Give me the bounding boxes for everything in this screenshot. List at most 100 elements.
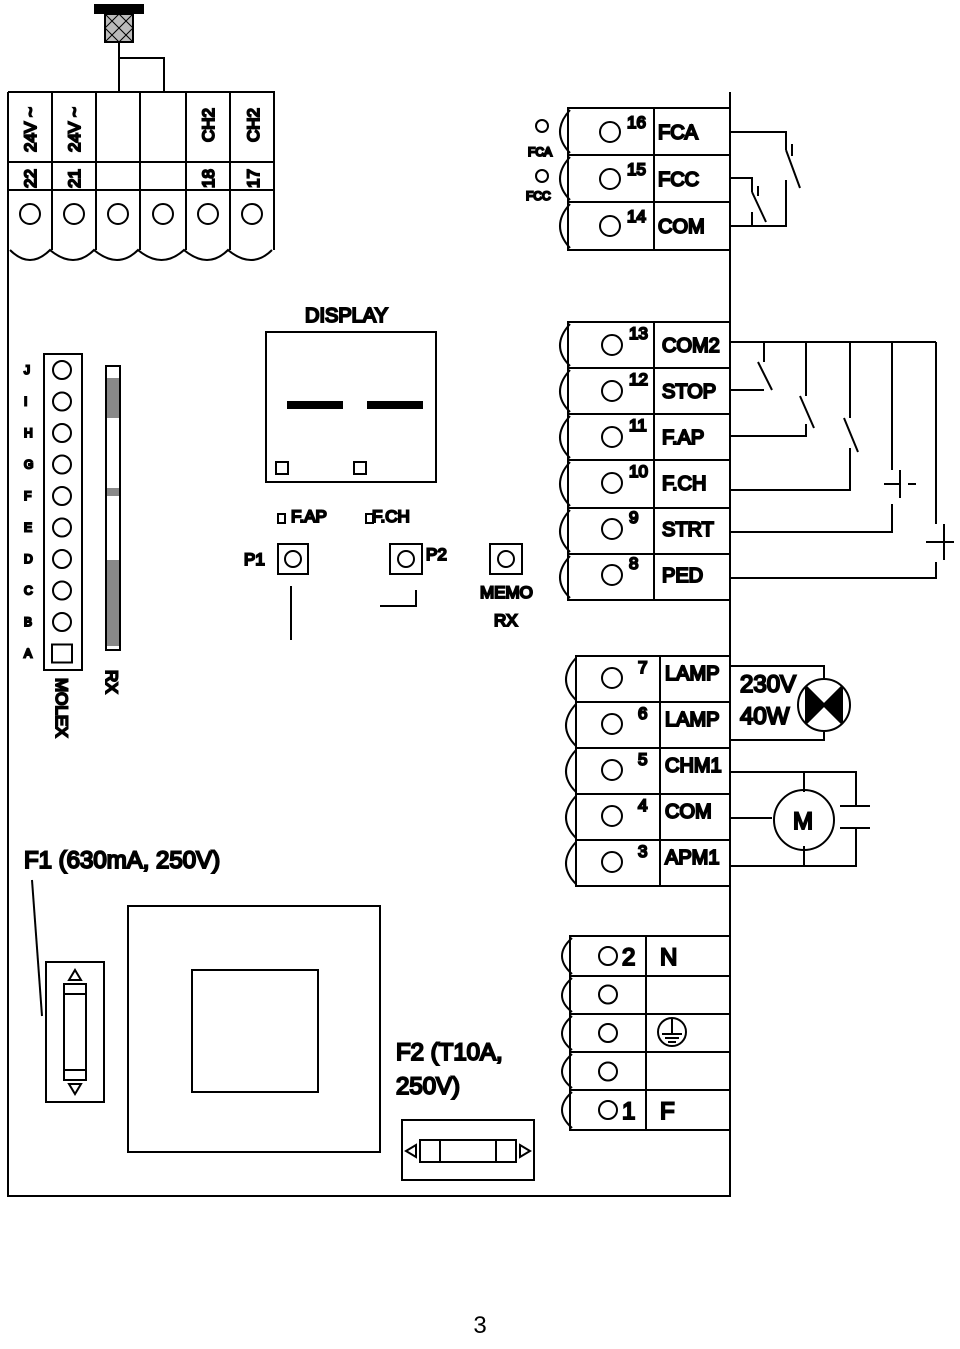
rx-connector: RX xyxy=(101,365,122,695)
p1-label: P1 xyxy=(244,550,265,569)
top-terminal-label: 24V ~ xyxy=(21,107,40,152)
molex-pin xyxy=(52,423,72,443)
top-terminal-label: CH2 xyxy=(199,108,218,142)
power-terminal-screw xyxy=(598,1061,618,1082)
top-terminal-screw xyxy=(241,203,263,225)
rx-label: RX xyxy=(494,611,518,630)
output-terminal-number: 3 xyxy=(638,842,647,861)
output-terminal-label: LAMP xyxy=(665,709,719,731)
top-terminal-number: 17 xyxy=(244,169,263,188)
display-title: DISPLAY xyxy=(305,305,388,327)
fuse-f2-label-line1: F2 (T10A, xyxy=(396,1039,503,1066)
molex-pin-label: G xyxy=(24,458,33,472)
control-terminal-label: PED xyxy=(662,565,703,587)
p1-button[interactable]: P1 xyxy=(243,543,309,640)
output-terminal-number: 5 xyxy=(638,750,647,769)
memo-label: MEMO xyxy=(480,583,533,602)
control-terminal-block xyxy=(559,321,731,601)
output-terminal-number: 7 xyxy=(638,658,647,677)
fap-led-label: F.AP xyxy=(291,507,327,526)
output-terminal-number: 6 xyxy=(638,704,647,723)
fuse-f2: F2 (T10A, 250V) xyxy=(395,1038,535,1181)
power-terminal-number: 2 xyxy=(622,944,635,971)
molex-pin-label: C xyxy=(24,584,33,598)
power-terminal-screw xyxy=(598,1100,618,1120)
top-terminal-labels: 24V ~ 24V ~ CH2 CH2 22 21 18 17 xyxy=(20,106,264,189)
molex-pin xyxy=(52,517,72,538)
fuse-f2-label-line2: 250V) xyxy=(396,1073,460,1100)
control-terminal-label: F.AP xyxy=(662,427,704,449)
power-terminal-label: N xyxy=(660,944,677,971)
output-terminal-screw xyxy=(601,851,623,873)
power-terminal-screw xyxy=(598,984,618,1005)
lamp-power: 40W xyxy=(740,703,790,730)
p2-button[interactable]: P2 xyxy=(380,543,448,607)
molex-pin xyxy=(51,643,73,664)
control-terminal-number: 11 xyxy=(629,416,647,435)
molex-pin-label: J xyxy=(24,363,30,377)
lamp-voltage: 230V xyxy=(740,671,796,698)
control-terminal-number: 13 xyxy=(629,324,648,343)
molex-pin-label: A xyxy=(24,647,32,661)
limit-terminal-screw xyxy=(599,215,621,237)
output-terminal-label: APM1 xyxy=(665,847,719,869)
top-terminal-label: 24V ~ xyxy=(65,107,84,152)
molex-pin-label: B xyxy=(24,615,32,629)
limit-terminal-number: 15 xyxy=(627,160,646,179)
motor-label: M xyxy=(793,808,813,835)
limit-terminal-number: 14 xyxy=(627,207,646,226)
output-terminal-label: CHM1 xyxy=(665,755,722,777)
p2-label: P2 xyxy=(426,545,447,564)
molex-pin xyxy=(52,486,72,506)
molex-pin-label: E xyxy=(24,521,32,535)
molex-pin xyxy=(52,549,72,569)
power-terminal-screw xyxy=(598,1023,618,1043)
molex-pin-label: D xyxy=(24,552,33,566)
output-terminal-label: COM xyxy=(665,801,712,823)
molex-label: MOLEX xyxy=(52,678,71,738)
control-terminal-number: 8 xyxy=(629,554,638,573)
top-terminal-label: CH2 xyxy=(244,108,263,142)
top-terminal-number: 22 xyxy=(21,169,40,188)
limit-terminal-label: COM xyxy=(658,216,705,238)
molex-pin xyxy=(52,360,72,380)
power-terminal-block xyxy=(561,935,731,1131)
transformer xyxy=(127,905,381,1153)
memo-rx-button[interactable]: MEMO RX xyxy=(479,543,534,631)
status-leds: F.AP F.CH xyxy=(277,506,411,527)
top-terminal-screw xyxy=(152,203,174,225)
fca-led-label: FCA xyxy=(528,145,552,159)
top-terminal-screw xyxy=(19,203,41,225)
warning-lamp-icon xyxy=(797,678,851,732)
power-terminal-number: 1 xyxy=(622,1098,635,1125)
display-panel: DISPLAY xyxy=(265,304,437,483)
control-terminal-label: F.CH xyxy=(662,473,706,495)
limit-terminal-screw xyxy=(599,121,621,143)
motor-icon xyxy=(773,789,835,851)
control-terminal-screw xyxy=(601,564,623,586)
top-terminal-screw xyxy=(107,203,129,225)
output-terminal-number: 4 xyxy=(638,796,647,815)
molex-pin xyxy=(52,454,72,475)
control-terminal-number: 10 xyxy=(629,462,648,481)
top-terminal-screw xyxy=(197,203,219,225)
control-terminal-label: STRT xyxy=(662,519,714,541)
fcc-led-label: FCC xyxy=(526,189,551,203)
limit-terminal-screw xyxy=(599,168,621,190)
top-terminal-number: 18 xyxy=(199,169,218,188)
fuse-f1: F1 (630mA, 250V) xyxy=(23,846,221,1103)
output-terminal-screw xyxy=(601,713,623,735)
molex-pin xyxy=(52,391,72,412)
fuse-f1-label: F1 (630mA, 250V) xyxy=(24,847,220,874)
antenna-connector xyxy=(94,4,165,92)
control-terminal-number: 9 xyxy=(629,508,638,527)
top-terminal-screw xyxy=(63,203,85,225)
limit-leds: FCA FCC xyxy=(525,119,553,204)
board-outline xyxy=(7,92,731,1197)
molex-pin-label: F xyxy=(24,489,31,503)
molex-pin xyxy=(52,580,72,601)
rx-label: RX xyxy=(102,670,121,694)
limit-terminal-number: 16 xyxy=(627,113,646,132)
molex-pin-label: I xyxy=(24,395,27,409)
